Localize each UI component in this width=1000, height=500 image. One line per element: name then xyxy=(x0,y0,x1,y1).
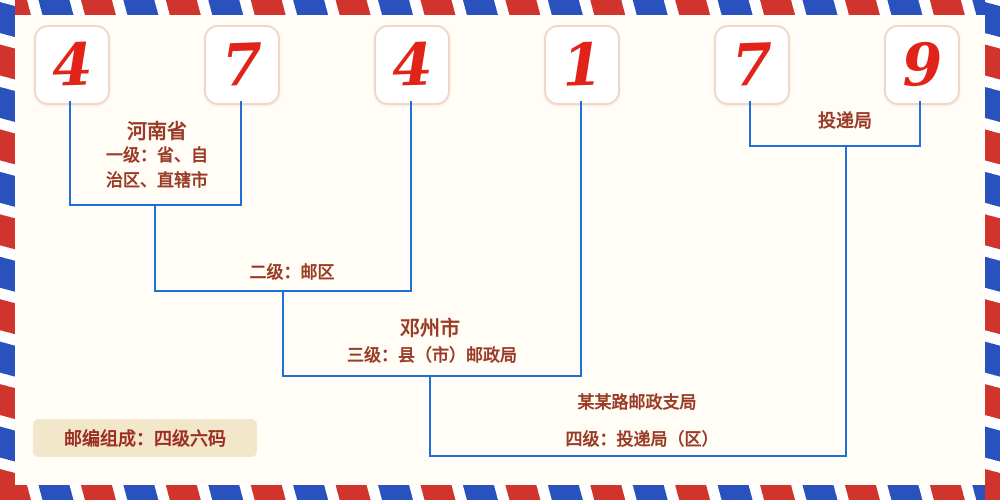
airmail-border-top xyxy=(0,0,1000,15)
composition-badge: 邮编组成：四级六码 xyxy=(33,419,257,457)
airmail-border-right xyxy=(985,0,1000,500)
level1-desc-label: 一级：省、自 治区、直辖市 xyxy=(106,146,208,191)
connector-delivery-horizontal xyxy=(749,145,921,147)
postal-digit-box-1: 4 xyxy=(34,25,110,105)
postal-digit-2: 7 xyxy=(220,30,264,100)
connector-level4-stem xyxy=(429,375,431,457)
postal-digit-5: 7 xyxy=(730,30,774,100)
postal-digit-box-5: 7 xyxy=(714,25,790,105)
level4-desc-label: 四级：投递局（区） xyxy=(565,430,719,450)
connector-level1-left-vertical xyxy=(69,101,71,206)
composition-note: 邮编组成：四级六码 xyxy=(64,429,226,450)
connector-delivery-left-vertical xyxy=(749,101,751,147)
postal-digit-box-3: 4 xyxy=(374,25,450,105)
level4-place-label: 某某路邮政支局 xyxy=(577,393,697,413)
airmail-border-left xyxy=(0,0,15,500)
airmail-border-bottom xyxy=(0,485,1000,500)
level2-desc-label: 二级：邮区 xyxy=(249,263,335,283)
delivery-office-label: 投递局 xyxy=(818,111,872,132)
connector-level2-stem xyxy=(154,204,156,292)
connector-level3-stem xyxy=(282,290,284,377)
postal-digit-4: 1 xyxy=(560,30,604,100)
postal-digit-1: 4 xyxy=(50,30,94,100)
postal-digit-3: 4 xyxy=(390,30,434,100)
postal-digit-box-2: 7 xyxy=(204,25,280,105)
postal-digit-box-6: 9 xyxy=(884,25,960,105)
level3-place-label: 邓州市 xyxy=(400,316,460,340)
postal-digit-6: 9 xyxy=(900,30,944,100)
connector-level4-right-vertical xyxy=(845,145,847,457)
connector-level2-digit3-vertical xyxy=(410,101,412,292)
connector-level3-digit4-vertical xyxy=(580,101,582,377)
level1-place-label: 河南省 xyxy=(127,119,187,143)
connector-level3-horizontal xyxy=(282,375,582,377)
connector-level4-horizontal xyxy=(429,455,847,457)
connector-delivery-right-vertical xyxy=(919,101,921,147)
postal-digit-box-4: 1 xyxy=(544,25,620,105)
level3-desc-label: 三级：县（市）邮政局 xyxy=(347,346,517,366)
connector-level1-right-vertical xyxy=(240,101,242,206)
